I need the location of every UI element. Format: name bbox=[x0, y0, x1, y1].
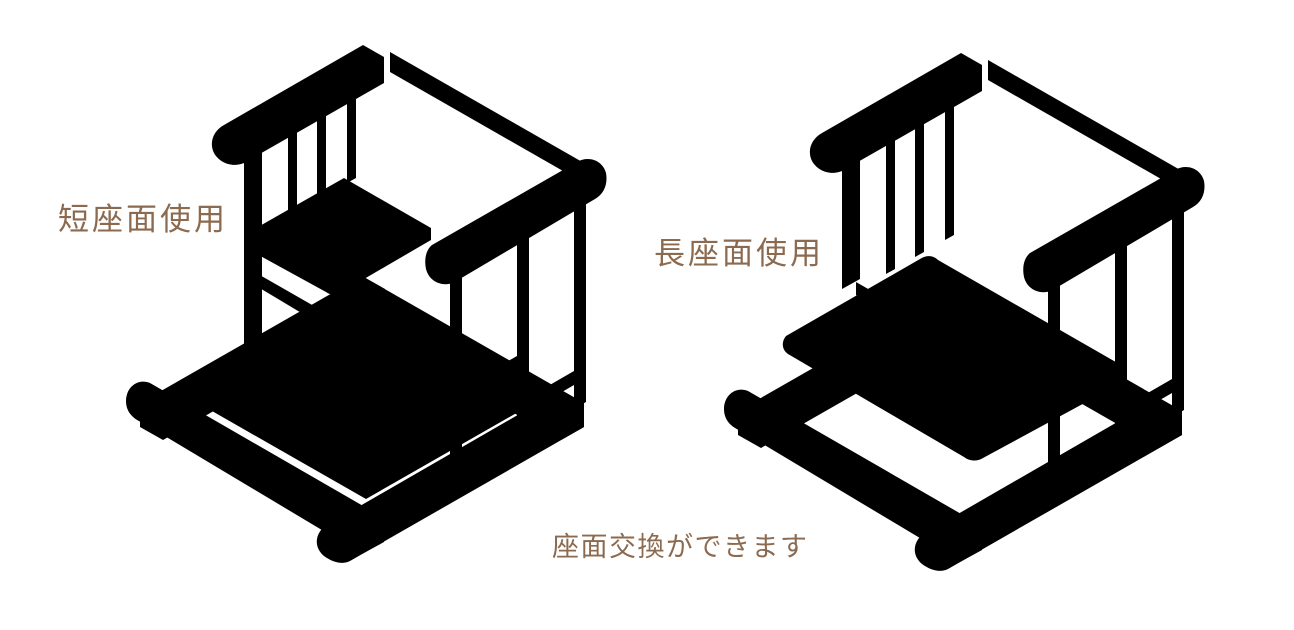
short-seat-label: 短座面使用 bbox=[58, 202, 228, 238]
chair-illustration-long-seat bbox=[724, 53, 1205, 571]
seat-exchange-caption: 座面交換ができます bbox=[552, 532, 809, 563]
long-seat-label: 長座面使用 bbox=[654, 236, 824, 272]
chair-illustration-short-seat bbox=[126, 45, 607, 563]
